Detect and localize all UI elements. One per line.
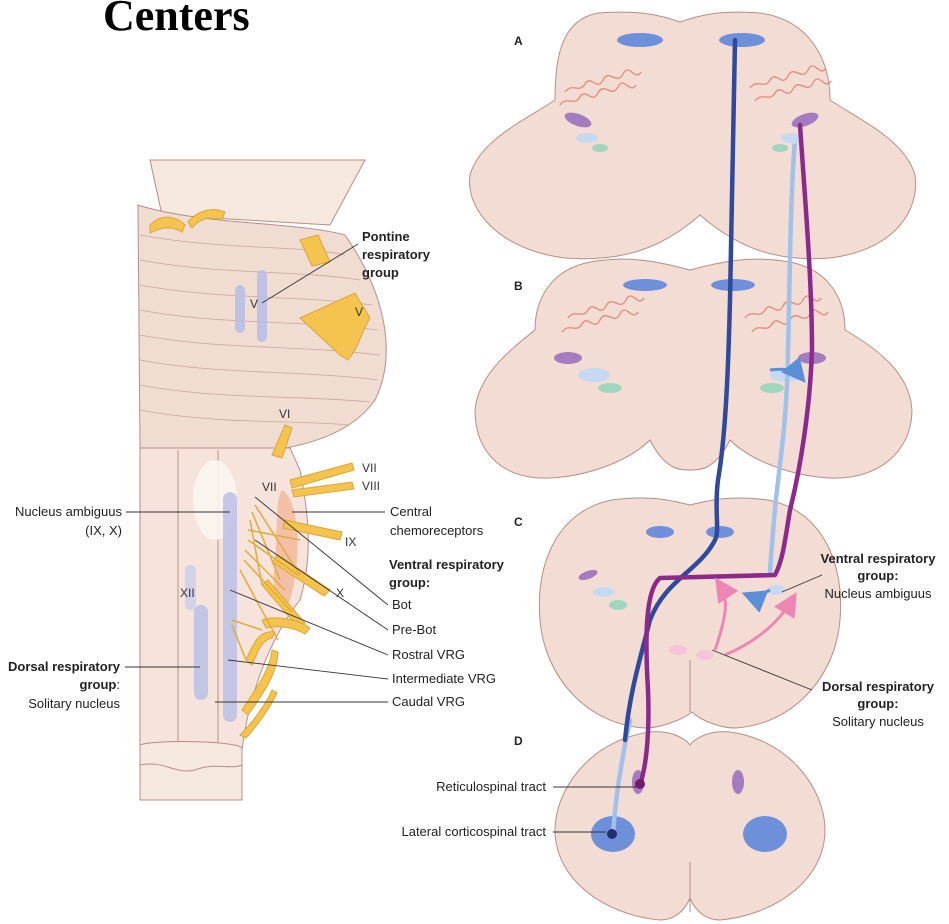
caudal-vrg-label: Caudal VRG (392, 694, 465, 709)
vrg-left-label-1: Ventral respiratory (389, 557, 505, 572)
drg-right-label-2: group: (857, 696, 898, 711)
section-c (539, 498, 840, 728)
pontine-group-marker-2 (257, 270, 267, 342)
central-chemo-label-2: chemoreceptors (390, 523, 484, 538)
pontine-group-marker-1 (235, 285, 245, 333)
pre-bot-label: Pre-Bot (392, 622, 436, 637)
nerve-label-vii-outer: VII (362, 461, 377, 475)
section-label-b: B (514, 279, 523, 293)
pontine-label-3: group (362, 265, 399, 280)
section-label-c: C (514, 515, 523, 529)
section-label-d: D (514, 734, 523, 748)
drg-right-label-1: Dorsal respiratory (822, 679, 935, 694)
drg-left-label-3: Solitary nucleus (28, 696, 120, 711)
nerve-label-vii-inner: VII (262, 480, 277, 494)
rostral-vrg-label: Rostral VRG (392, 647, 465, 662)
nucleus-ambiguus-column (223, 492, 237, 722)
nerve-label-v-outer: V (355, 305, 363, 319)
nerve-label-ix: IX (345, 535, 356, 549)
bot-label: Bot (392, 597, 412, 612)
section-a (470, 12, 916, 259)
drg-left-label-2: group: (80, 677, 120, 692)
brainstem-illustration: V V VI VII VIII VII IX X XII (8, 160, 505, 800)
section-label-a: A (514, 34, 523, 48)
nerve-label-xii: XII (180, 586, 195, 600)
reticulospinal-label: Reticulospinal tract (436, 779, 546, 794)
nerve-label-v-inner: V (250, 297, 258, 311)
pontine-label-2: respiratory (362, 247, 431, 262)
central-chemo-label-1: Central (390, 504, 432, 519)
cross-sections: A B C D Ventral respiratory group: Nucle… (401, 12, 936, 920)
vrg-left-label-2: group: (389, 575, 430, 590)
vrg-right-label-1: Ventral respiratory (821, 551, 937, 566)
vrg-right-label-2: group: (857, 568, 898, 583)
corticospinal-label: Lateral corticospinal tract (401, 824, 546, 839)
nerve-label-vi: VI (279, 407, 290, 421)
vrg-right-label-3: Nucleus ambiguus (825, 586, 932, 601)
drg-right-label-3: Solitary nucleus (832, 714, 924, 729)
pontine-label-1: Pontine (362, 229, 410, 244)
drg-left-label-1: Dorsal respiratory (8, 659, 121, 674)
section-b (475, 259, 912, 478)
nerve-label-viii: VIII (362, 479, 380, 493)
intermediate-vrg-label: Intermediate VRG (392, 671, 496, 686)
dorsal-group-column (194, 605, 208, 700)
section-d (555, 732, 825, 920)
nucleus-ambiguus-label-2: (IX, X) (85, 523, 122, 538)
nucleus-ambiguus-label-1: Nucleus ambiguus (15, 504, 122, 519)
